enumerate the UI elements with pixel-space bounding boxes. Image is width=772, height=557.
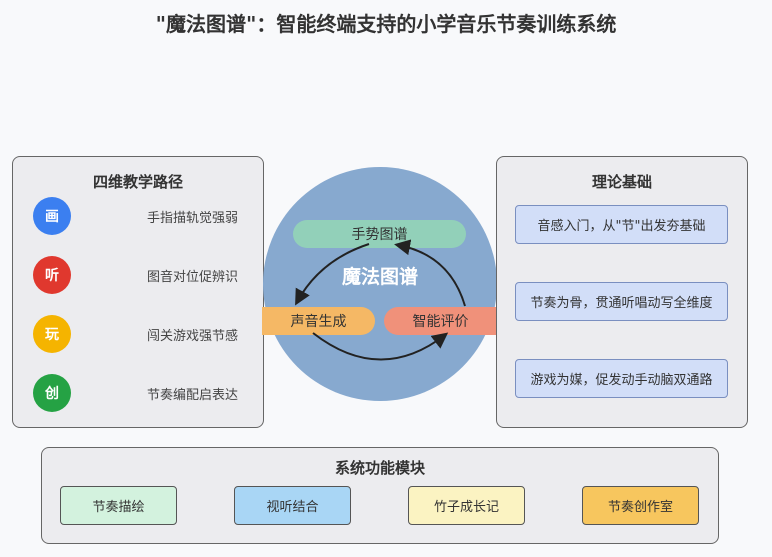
module-button[interactable]: 竹子成长记 <box>408 486 525 525</box>
path-text: 闯关游戏强节感 <box>147 329 239 344</box>
module-button[interactable]: 节奏描绘 <box>60 486 177 525</box>
theory-item: 节奏为骨，贯通听唱动写全维度 <box>515 282 728 321</box>
path-badge: 玩 <box>33 315 71 353</box>
panel-heading: 系统功能模块 <box>334 459 425 477</box>
arrow-to-sound <box>295 243 370 306</box>
theory-item: 音感入门，从"节"出发夯基础 <box>515 205 728 244</box>
panel-heading: 四维教学路径 <box>92 173 183 191</box>
path-badge: 听 <box>33 256 71 294</box>
theory-panel: 理论基础 音感入门，从"节"出发夯基础节奏为骨，贯通听唱动写全维度游戏为媒，促发… <box>496 156 748 428</box>
panel-heading: 理论基础 <box>591 173 652 191</box>
core-label: 魔法图谱 <box>341 266 418 288</box>
gesture-map-node: 手势图谱 <box>293 220 466 248</box>
arrow-to-evaluation <box>312 332 449 361</box>
modules-panel: 系统功能模块 节奏描绘 视听结合 竹子成长记 节奏创作室 <box>41 447 719 544</box>
module-button[interactable]: 视听结合 <box>234 486 351 525</box>
core-circle <box>263 167 497 401</box>
path-text: 节奏编配启表达 <box>147 388 239 403</box>
module-button[interactable]: 节奏创作室 <box>582 486 699 525</box>
path-text: 手指描轨觉强弱 <box>147 211 239 226</box>
arrow-to-gesture <box>394 239 466 307</box>
path-badge: 创 <box>33 374 71 412</box>
teaching-path-panel: 四维教学路径 画 手指描轨觉强弱听 图音对位促辨识玩 闯关游戏强节感创 节奏编配启表达 <box>12 156 264 428</box>
page-title: "魔法图谱"：智能终端支持的小学音乐节奏训练系统 <box>155 12 617 36</box>
path-badge: 画 <box>33 197 71 235</box>
theory-item: 游戏为媒，促发动手动脑双通路 <box>515 359 728 398</box>
sound-generation-node: 声音生成 <box>262 307 375 335</box>
path-text: 图音对位促辨识 <box>147 270 239 285</box>
smart-evaluation-node: 智能评价 <box>384 307 497 335</box>
